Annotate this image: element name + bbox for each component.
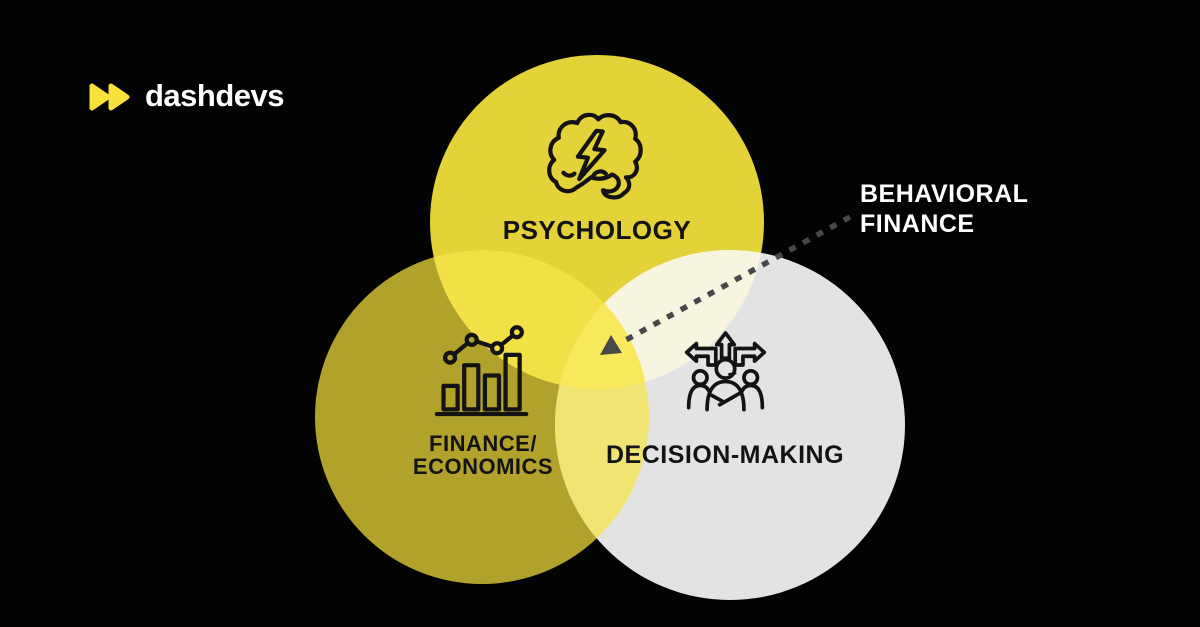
decision-making-label: DECISION-MAKING [605,441,845,469]
dotted-connector-line [622,214,852,344]
bar-chart-growth-icon [434,325,529,417]
double-play-triangles-icon [89,83,130,111]
psychology-finance-overlap [430,250,649,389]
decision-person-arrows-icon [684,331,767,412]
finance-economics-label: FINANCE/ ECONOMICS [333,432,633,478]
annotation-line1: BEHAVIORAL [860,180,1029,208]
logo-brand-text: dashdevs [145,78,285,113]
psychology-decision-overlap [555,250,764,389]
dashdevs-logo: dashdevs [88,78,285,114]
brain-lightning-icon [547,112,643,200]
arrowhead-icon [600,335,622,355]
finance-label-line1: FINANCE/ [429,431,537,456]
psychology-label: PSYCHOLOGY [502,215,692,245]
finance-label-line2: ECONOMICS [412,454,554,479]
annotation-line2: FINANCE [860,210,975,238]
behavioral-finance-annotation: BEHAVIORAL FINANCE [860,179,1028,239]
